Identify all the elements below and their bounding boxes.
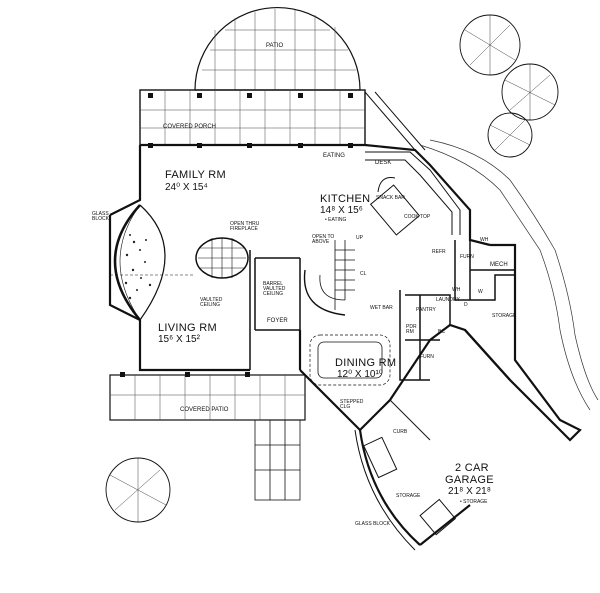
stepped-clg-label: STEPPED CLG xyxy=(340,399,364,410)
patio-label: PATIO xyxy=(266,43,284,49)
covered-porch-label: COVERED PORCH xyxy=(163,124,217,130)
refr-label: REFR xyxy=(432,249,446,255)
garage-note: • STORAGE xyxy=(460,499,488,505)
laundry-label: LAUNDRY xyxy=(436,297,460,303)
stairs xyxy=(303,240,355,316)
covered-patio-area xyxy=(109,372,306,421)
interior-walls xyxy=(110,240,515,381)
wh-label-1: WH xyxy=(480,237,489,243)
front-walkway xyxy=(254,419,301,501)
furn-label-2: FURN xyxy=(420,354,434,360)
storage-garage-label: STORAGE xyxy=(396,493,421,499)
kitchen-name: KITCHEN xyxy=(320,193,371,205)
foyer-label: FOYER xyxy=(267,318,288,324)
bc-label: BC xyxy=(438,329,445,335)
garage-planters xyxy=(354,429,457,551)
dining-table xyxy=(317,341,383,379)
cook-top-label: COOK TOP xyxy=(404,214,431,220)
garage-walls xyxy=(358,399,471,546)
barrel-label: BARREL VAULTED CEILING xyxy=(263,281,286,297)
dining-room-name: DINING RM xyxy=(335,357,397,369)
glass-block-bottom-label: GLASS BLOCK xyxy=(355,521,391,527)
pantry-label: PANTRY xyxy=(416,307,436,313)
covered-patio-label: COVERED PATIO xyxy=(180,407,229,413)
wh-label-2: WH xyxy=(452,287,461,293)
w-label: W xyxy=(478,289,483,295)
family-room-name: FAMILY RM xyxy=(165,169,226,181)
furn-label-1: FURN xyxy=(460,254,474,260)
fireplace-label: OPEN THRU FIREPLACE xyxy=(230,221,260,232)
glass-block-left-label: GLASS BLOCK xyxy=(92,211,109,222)
kitchen-counters xyxy=(365,151,461,236)
up-label: UP xyxy=(356,235,363,241)
dining-room-size: 12⁰ X 10¹⁰ xyxy=(337,369,383,380)
kitchen-note: • EATING xyxy=(325,217,347,223)
glass-block-bay xyxy=(113,204,166,321)
family-room-size: 24⁰ X 15⁴ xyxy=(165,182,208,193)
living-room-size: 15⁶ X 15² xyxy=(158,334,200,345)
landscape-edge xyxy=(419,139,599,411)
garage-name-line1: 2 CAR xyxy=(455,462,489,474)
kitchen-size: 14⁸ X 15⁶ xyxy=(320,205,363,216)
eating-label: EATING xyxy=(323,153,345,159)
cl-label: CL xyxy=(360,271,367,277)
pdr-label: PDR RM xyxy=(406,324,417,335)
open-above-label: OPEN TO ABOVE xyxy=(312,234,335,245)
glass-block-planting xyxy=(124,234,152,300)
fireplace xyxy=(195,237,249,279)
storage-right-label: STORAGE xyxy=(492,313,517,319)
garage-size: 21⁸ X 21⁸ xyxy=(448,486,491,497)
wet-bar-label: WET BAR xyxy=(370,305,393,311)
covered-porch-area xyxy=(139,89,366,148)
patio-arc xyxy=(194,6,361,91)
vaulted-label: VAULTED CEILING xyxy=(200,297,223,308)
snack-bar-label: SNACK BAR xyxy=(376,195,405,201)
d-label: D xyxy=(464,302,468,308)
trees xyxy=(105,14,559,523)
desk-label: DESK xyxy=(375,160,392,166)
living-room-name: LIVING RM xyxy=(158,322,217,334)
garage-name-line2: GARAGE xyxy=(445,474,494,486)
mech-label: MECH xyxy=(490,262,508,268)
dining-ceiling-outline xyxy=(309,334,391,386)
curb-label: CURB xyxy=(393,429,408,435)
